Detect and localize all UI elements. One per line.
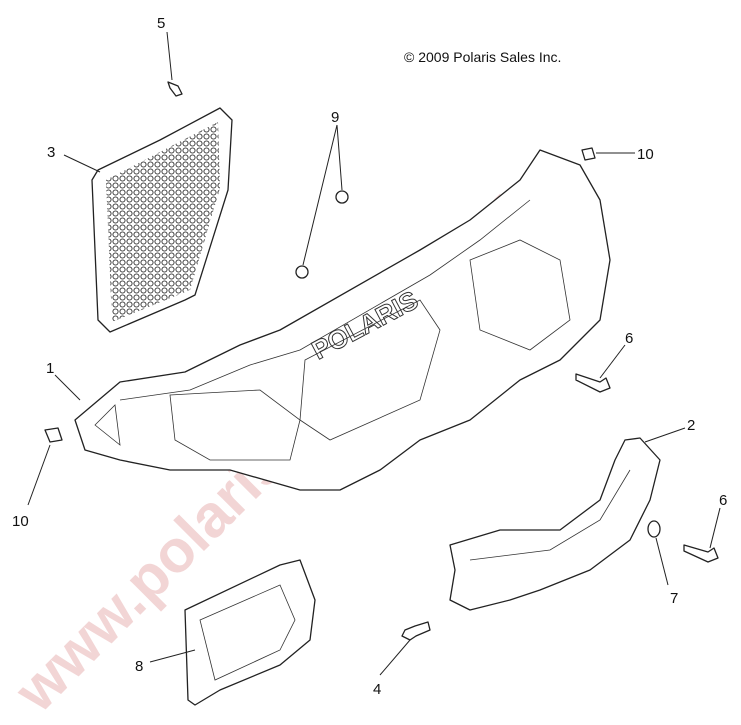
callout-6-top: 6 bbox=[625, 330, 633, 347]
callout-9: 9 bbox=[331, 109, 339, 126]
part-2-lower-bumper bbox=[449, 437, 661, 611]
callout-7: 7 bbox=[670, 590, 678, 607]
part-3-grille bbox=[91, 107, 233, 333]
part-1-front-cab: POLARIS bbox=[74, 149, 611, 491]
callout-10-top: 10 bbox=[637, 146, 654, 163]
part-9-nut-b bbox=[295, 265, 309, 279]
part-10-clip-left bbox=[44, 427, 63, 443]
part-6-bolt-bottom bbox=[683, 544, 719, 563]
part-4-screw bbox=[401, 621, 431, 641]
callout-10-left: 10 bbox=[12, 513, 29, 530]
callout-2: 2 bbox=[687, 417, 695, 434]
callout-1: 1 bbox=[46, 360, 54, 377]
part-7-washer bbox=[647, 520, 661, 538]
callout-8: 8 bbox=[135, 658, 143, 675]
callout-6-bottom: 6 bbox=[719, 492, 727, 509]
callout-3: 3 bbox=[47, 144, 55, 161]
part-9-nut-a bbox=[335, 190, 349, 204]
part-8-plate bbox=[184, 559, 316, 706]
copyright-text: © 2009 Polaris Sales Inc. bbox=[404, 49, 561, 65]
part-6-bolt-top bbox=[575, 373, 611, 393]
callout-4: 4 bbox=[373, 681, 381, 698]
part-10-clip-top bbox=[581, 147, 596, 161]
callout-5: 5 bbox=[157, 15, 165, 32]
part-5-screw bbox=[167, 81, 183, 97]
